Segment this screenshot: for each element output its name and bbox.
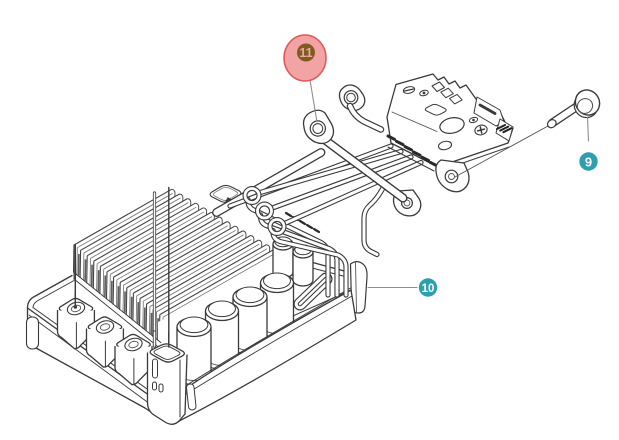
svg-text:10: 10 bbox=[422, 283, 435, 295]
svg-text:11: 11 bbox=[299, 46, 312, 60]
svg-text:9: 9 bbox=[585, 155, 592, 170]
